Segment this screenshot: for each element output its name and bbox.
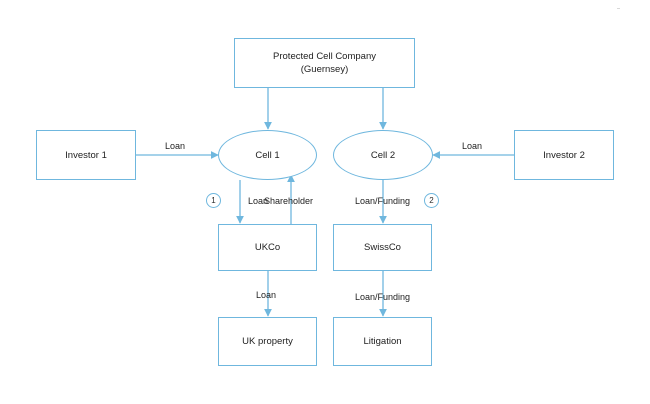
pcc-jurisdiction: (Guernsey) [300, 64, 349, 75]
edge-label-investor1-loan: Loan [165, 141, 186, 151]
node-protected-cell-company: Protected Cell Company (Guernsey) [234, 38, 415, 88]
step-marker-1: 1 [206, 193, 221, 208]
node-uk-property: UK property [218, 317, 317, 366]
cell1-label: Cell 1 [255, 149, 280, 161]
node-cell-1: Cell 1 [218, 130, 317, 180]
swissco-label: SwissCo [364, 242, 401, 253]
node-swissco: SwissCo [333, 224, 432, 271]
node-investor-2: Investor 2 [514, 130, 614, 180]
litigation-label: Litigation [363, 336, 402, 347]
edge-label-cell2-swissco-loanfunding: Loan/Funding [355, 196, 411, 206]
edge-label-ukco-property-loan: Loan [256, 290, 277, 300]
node-cell-2: Cell 2 [333, 130, 433, 180]
investor2-label: Investor 2 [543, 149, 585, 161]
edge-label-investor2-loan: Loan [462, 141, 483, 151]
node-ukco: UKCo [218, 224, 317, 271]
edge-label-cell1-ukco-loan: Loan [248, 196, 269, 206]
investor1-label: Investor 1 [65, 149, 107, 161]
pcc-name: Protected Cell Company [273, 51, 376, 62]
ukproperty-label: UK property [242, 336, 293, 347]
ukco-label: UKCo [254, 242, 281, 253]
edge-label-swissco-litigation-loanfunding: Loan/Funding [355, 292, 411, 302]
cell2-label: Cell 2 [370, 149, 396, 161]
edge-label-shareholder: Shareholder [264, 196, 314, 206]
corner-mark [617, 8, 620, 9]
node-litigation: Litigation [333, 317, 432, 366]
node-investor-1: Investor 1 [36, 130, 136, 180]
step-marker-2: 2 [424, 193, 439, 208]
